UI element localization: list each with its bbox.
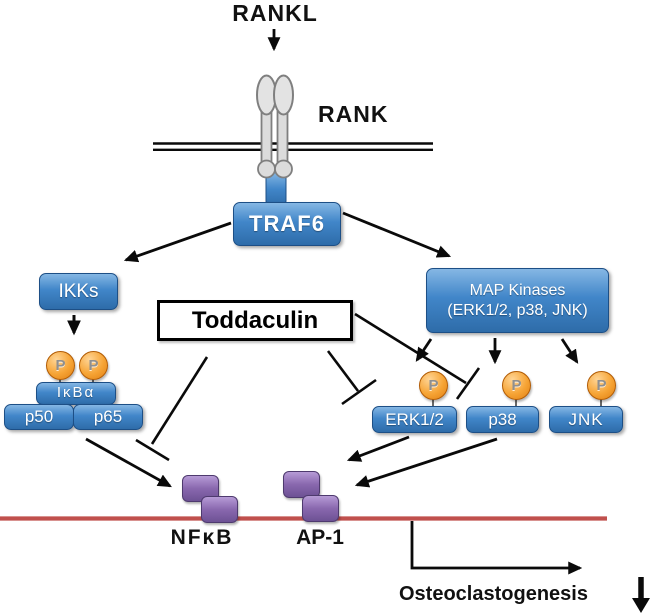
receptor-ball-left [257, 159, 276, 179]
osteoclastogenesis-label: Osteoclastogenesis [399, 583, 588, 605]
ikba-node-label: IκBα [56, 384, 96, 402]
ap1-label: AP-1 [296, 526, 344, 549]
p65-node: p65 [73, 404, 143, 430]
inhibit-toddaculin-nfkb-line [150, 356, 209, 445]
erk12-node: ERK1/2 [372, 406, 457, 433]
ikks-node-label: IKKs [58, 280, 99, 302]
arrow-to-osteoclastogenesis [410, 521, 583, 575]
phospho-icon-ikba-1: P [46, 351, 75, 380]
inhibit-toddaculin-erk-line [326, 350, 360, 392]
jnk-node: JNK [549, 406, 623, 433]
phospho-icon-label: P [511, 377, 522, 394]
p38-node: p38 [466, 406, 539, 433]
erk12-node-label: ERK1/2 [385, 409, 444, 429]
arrow-mapk-to-jnk [560, 338, 579, 364]
receptor-ectodomain-right [273, 74, 294, 116]
toddaculin-node-label: Toddaculin [191, 306, 319, 334]
inhibit-toddaculin-p38-cap [455, 367, 481, 400]
jnk-node-label: JNK [568, 409, 604, 429]
p50-node-label: p50 [24, 407, 54, 427]
nfkb-label: NFκB [170, 526, 234, 549]
ap1-subunit-2 [302, 495, 339, 522]
rankl-label: RANKL [232, 0, 318, 26]
phospho-icon-jnk: P [587, 371, 616, 400]
inhibit-toddaculin-nfkb-cap [135, 438, 170, 462]
arrow-traf6-to-ikks [123, 221, 232, 263]
traf6-node-label: TRAF6 [249, 211, 325, 237]
inhibit-toddaculin-erk-cap [341, 378, 377, 406]
toddaculin-node: Toddaculin [157, 300, 353, 341]
phospho-icon-label: P [88, 357, 99, 374]
traf6-node: TRAF6 [233, 202, 341, 246]
map-kinases-node: MAP Kinases (ERK1/2, p38, JNK) [426, 268, 609, 333]
phospho-icon-label: P [428, 377, 439, 394]
ikks-node: IKKs [39, 273, 118, 310]
map-kinases-node-label-line2: (ERK1/2, p38, JNK) [447, 301, 588, 319]
phospho-icon-label: P [55, 357, 66, 374]
phospho-icon-label: P [596, 377, 607, 394]
receptor-ball-right [274, 159, 293, 179]
ikba-node: IκBα [36, 382, 116, 405]
inhibit-toddaculin-p38-line [354, 312, 467, 385]
p50-node: p50 [4, 404, 74, 430]
p65-node-label: p65 [93, 407, 123, 427]
arrow-p38-to-ap1 [354, 437, 498, 488]
phospho-icon-erk: P [419, 371, 448, 400]
ap1-subunit-1 [283, 471, 320, 498]
phospho-icon-ikba-2: P [79, 351, 108, 380]
rank-label: RANK [318, 101, 389, 127]
arrow-p50p65-to-nfkb [85, 437, 172, 488]
arrow-traf6-to-mapk [342, 211, 452, 258]
nfkb-subunit-2 [201, 496, 238, 523]
p38-node-label: p38 [488, 409, 517, 429]
map-kinases-node-label-line1: MAP Kinases [469, 281, 566, 299]
arrow-erk-to-ap1 [346, 435, 410, 462]
decrease-arrow-head [632, 598, 650, 613]
phospho-icon-p38: P [502, 371, 531, 400]
arrow-mapk-to-erk [415, 338, 433, 362]
